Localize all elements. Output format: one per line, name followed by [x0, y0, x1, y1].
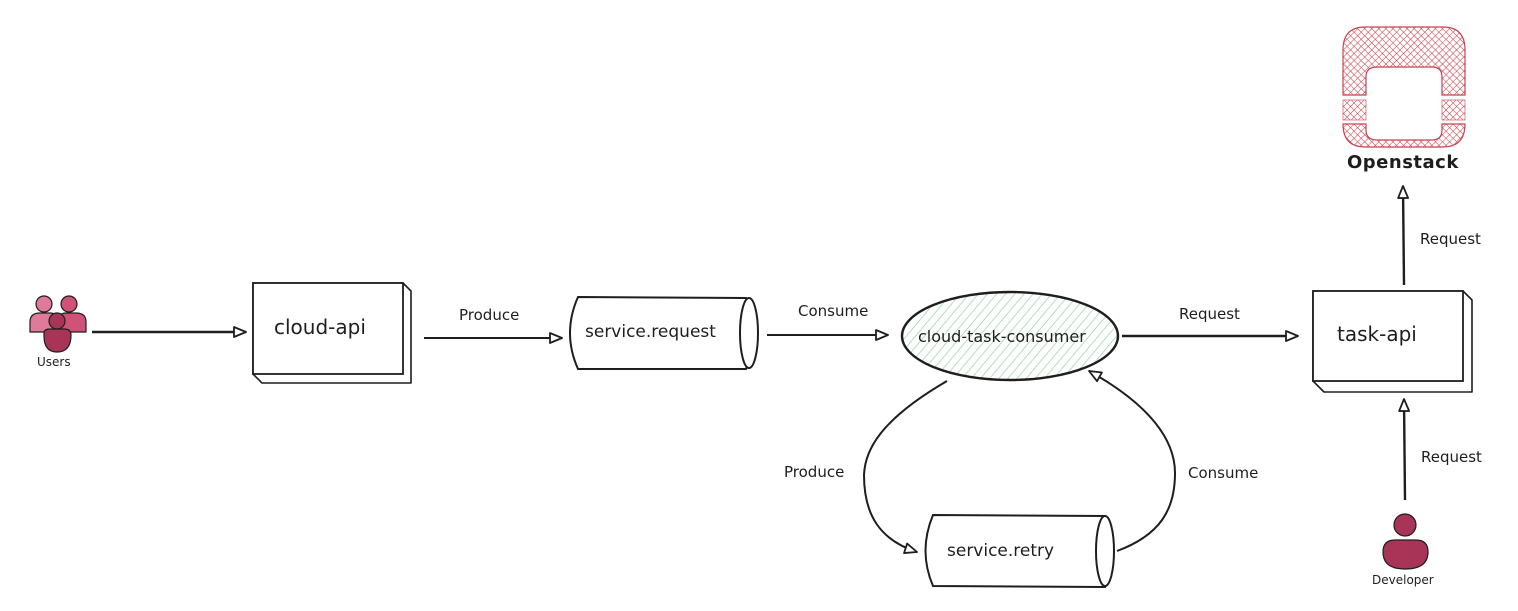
edge-label-consume-retry: Consume	[1188, 464, 1259, 482]
edge-task-api-openstack	[1397, 185, 1410, 286]
edge-label-request-developer: Request	[1421, 448, 1482, 466]
edge-label-produce-retry: Produce	[784, 463, 845, 481]
edge-label-produce: Produce	[459, 306, 520, 324]
edge-developer-task-api	[1398, 398, 1411, 501]
cloud-api-node	[252, 282, 412, 384]
task-api-node	[1312, 290, 1473, 393]
developer-label: Developer	[1372, 573, 1434, 587]
users-group-icon	[29, 295, 87, 353]
edge-service-retry-consumer	[1088, 370, 1177, 552]
task-api-label: task-api	[1337, 322, 1417, 346]
cloud-task-consumer-node	[900, 290, 1120, 382]
service-retry-label: service.retry	[947, 541, 1055, 561]
edge-consumer-service-retry	[862, 380, 948, 554]
cloud-api-label: cloud-api	[274, 315, 366, 339]
person-icon	[1382, 513, 1429, 570]
edge-label-request: Request	[1179, 305, 1240, 323]
openstack-logo-icon	[1342, 26, 1466, 148]
service-request-node	[569, 295, 759, 370]
service-retry-node	[924, 513, 1115, 589]
service-request-label: service.request	[585, 322, 716, 342]
users-label: Users	[37, 355, 71, 369]
edge-label-consume: Consume	[798, 302, 869, 320]
edge-label-request-openstack: Request	[1420, 230, 1481, 248]
openstack-label: Openstack	[1347, 152, 1459, 173]
cloud-task-consumer-label: cloud-task-consumer	[918, 327, 1086, 346]
